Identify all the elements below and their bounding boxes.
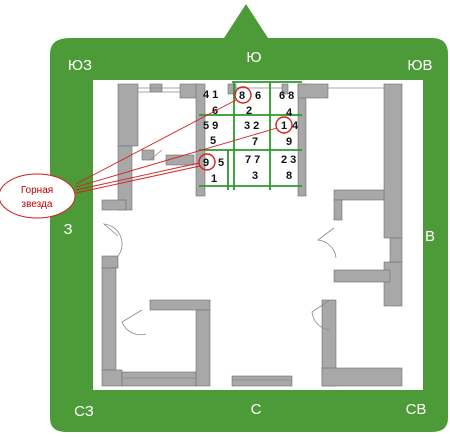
mountain-star-circle-2 [275, 116, 293, 134]
direction-south: Ю [246, 49, 261, 66]
star-r1-c1: 3 2 [244, 120, 259, 132]
star-r1-c0-bottom: 5 [210, 135, 216, 147]
callout-lines [75, 99, 278, 194]
floor-plan-walls [101, 83, 403, 387]
mountain-star-callout: Горная звезда [0, 173, 76, 219]
direction-southeast: ЮВ [407, 57, 432, 74]
star-r1-c0: 5 9 [203, 120, 218, 132]
callout-line-2: звезда [22, 199, 53, 210]
star-r2-c2: 2 3 [281, 154, 296, 166]
star-r0-c1-mountain: 8 [239, 90, 245, 102]
star-r0-c0: 4 1 [203, 89, 218, 101]
star-r1-c1-bottom: 7 [252, 136, 258, 148]
direction-northwest: СЗ [74, 403, 94, 420]
mountain-star-circle-3 [198, 153, 216, 171]
door-swings [102, 87, 384, 381]
star-r1-c2-bottom: 9 [286, 136, 292, 148]
star-r0-c1b: 6 [255, 90, 261, 102]
direction-north: С [251, 401, 262, 418]
star-r0-c2: 6 8 [279, 90, 294, 102]
star-r2-c0-mountain: 9 [203, 157, 209, 169]
star-r0-c2-bottom: 4 [286, 107, 293, 119]
star-r1-c2b: 4 [292, 120, 299, 132]
mountain-star-circle-1 [234, 86, 252, 104]
star-grid [199, 81, 302, 190]
star-r1-c2-mountain: 1 [281, 120, 287, 132]
direction-northeast: СВ [406, 401, 427, 418]
direction-southwest: ЮЗ [68, 57, 92, 74]
star-r2-c0-bottom: 1 [211, 173, 217, 185]
star-r2-c1: 7 7 [245, 154, 260, 166]
star-r2-c0b: 5 [218, 157, 224, 169]
mountain-star-highlights [198, 86, 293, 171]
compass-frame [50, 4, 448, 432]
star-r2-c1-bottom: 3 [252, 170, 258, 182]
star-r2-c2-bottom: 8 [286, 170, 292, 182]
direction-west: З [63, 221, 72, 238]
star-r0-c1-bottom: 2 [246, 105, 252, 117]
direction-east: В [425, 228, 435, 245]
callout-line-1: Горная [21, 185, 53, 196]
